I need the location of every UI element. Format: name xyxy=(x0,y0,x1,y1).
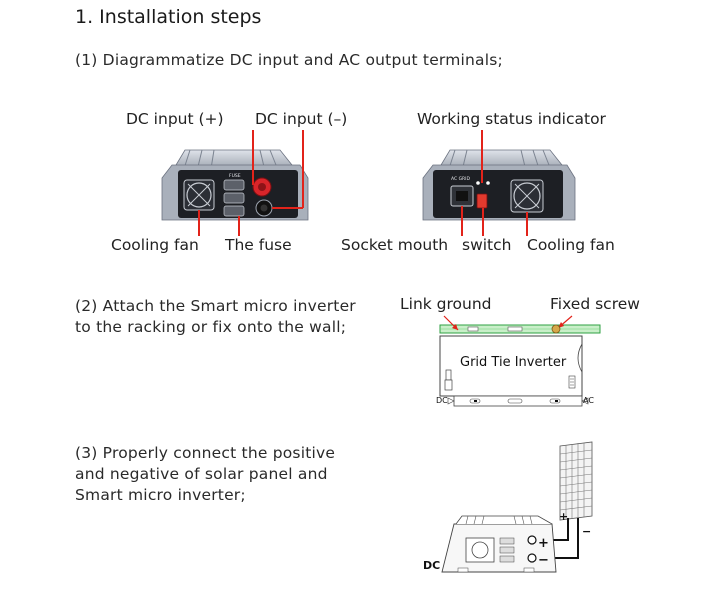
svg-text:AC GRID: AC GRID xyxy=(451,176,471,182)
step-3-text-line-3: Smart micro inverter; xyxy=(75,486,246,504)
fuse-icon xyxy=(223,179,245,217)
solar-panel-icon xyxy=(559,441,593,521)
status-indicator-icon xyxy=(476,181,480,185)
inverter-icon xyxy=(441,515,557,573)
label-plus-panel: + xyxy=(559,510,569,523)
mounting-diagram xyxy=(439,315,601,407)
label-plus-inverter: + xyxy=(538,536,549,551)
svg-text:FUSE: FUSE xyxy=(229,173,241,179)
label-socket-mouth: Socket mouth xyxy=(341,236,449,254)
solar-panel-connection-diagram xyxy=(441,441,593,573)
label-cooling-fan-left: Cooling fan xyxy=(111,236,199,254)
label-fuse: The fuse xyxy=(225,236,292,254)
label-dc-connection: DC xyxy=(423,559,441,572)
power-switch-icon xyxy=(476,193,488,209)
label-minus-panel: − xyxy=(582,525,592,538)
inverter-title: Grid Tie Inverter xyxy=(460,355,567,370)
step-2-text-line-2: to the racking or fix onto the wall; xyxy=(75,318,347,336)
fixed-screw-icon xyxy=(551,324,561,334)
ac-socket-icon xyxy=(450,185,474,207)
step-1-text: (1) Diagrammatize DC input and AC output… xyxy=(75,51,503,69)
step-3-text-line-1: (3) Properly connect the positive xyxy=(75,444,336,462)
label-fixed-screw: Fixed screw xyxy=(550,295,640,313)
label-dc-input-negative: DC input (–) xyxy=(255,110,348,128)
cooling-fan-icon xyxy=(183,179,215,211)
step-3-text-line-2: and negative of solar panel and xyxy=(75,465,328,483)
label-cooling-fan-right: Cooling fan xyxy=(527,236,615,254)
step-2-text-line-1: (2) Attach the Smart micro inverter xyxy=(75,297,356,315)
ac-side-device-illustration: AC GRID xyxy=(422,130,576,236)
dc-side-device-illustration: FUSE xyxy=(161,130,309,236)
page-title: 1. Installation steps xyxy=(75,6,262,28)
label-switch: switch xyxy=(462,236,512,254)
label-working-status-indicator: Working status indicator xyxy=(417,110,606,128)
label-link-ground: Link ground xyxy=(400,295,492,313)
label-dc-input-positive: DC input (+) xyxy=(126,110,224,128)
label-minus-inverter: − xyxy=(538,553,549,568)
label-ac-mount: AC xyxy=(583,396,594,405)
cooling-fan-icon xyxy=(510,179,544,213)
label-dc-mount: DC xyxy=(436,396,448,405)
